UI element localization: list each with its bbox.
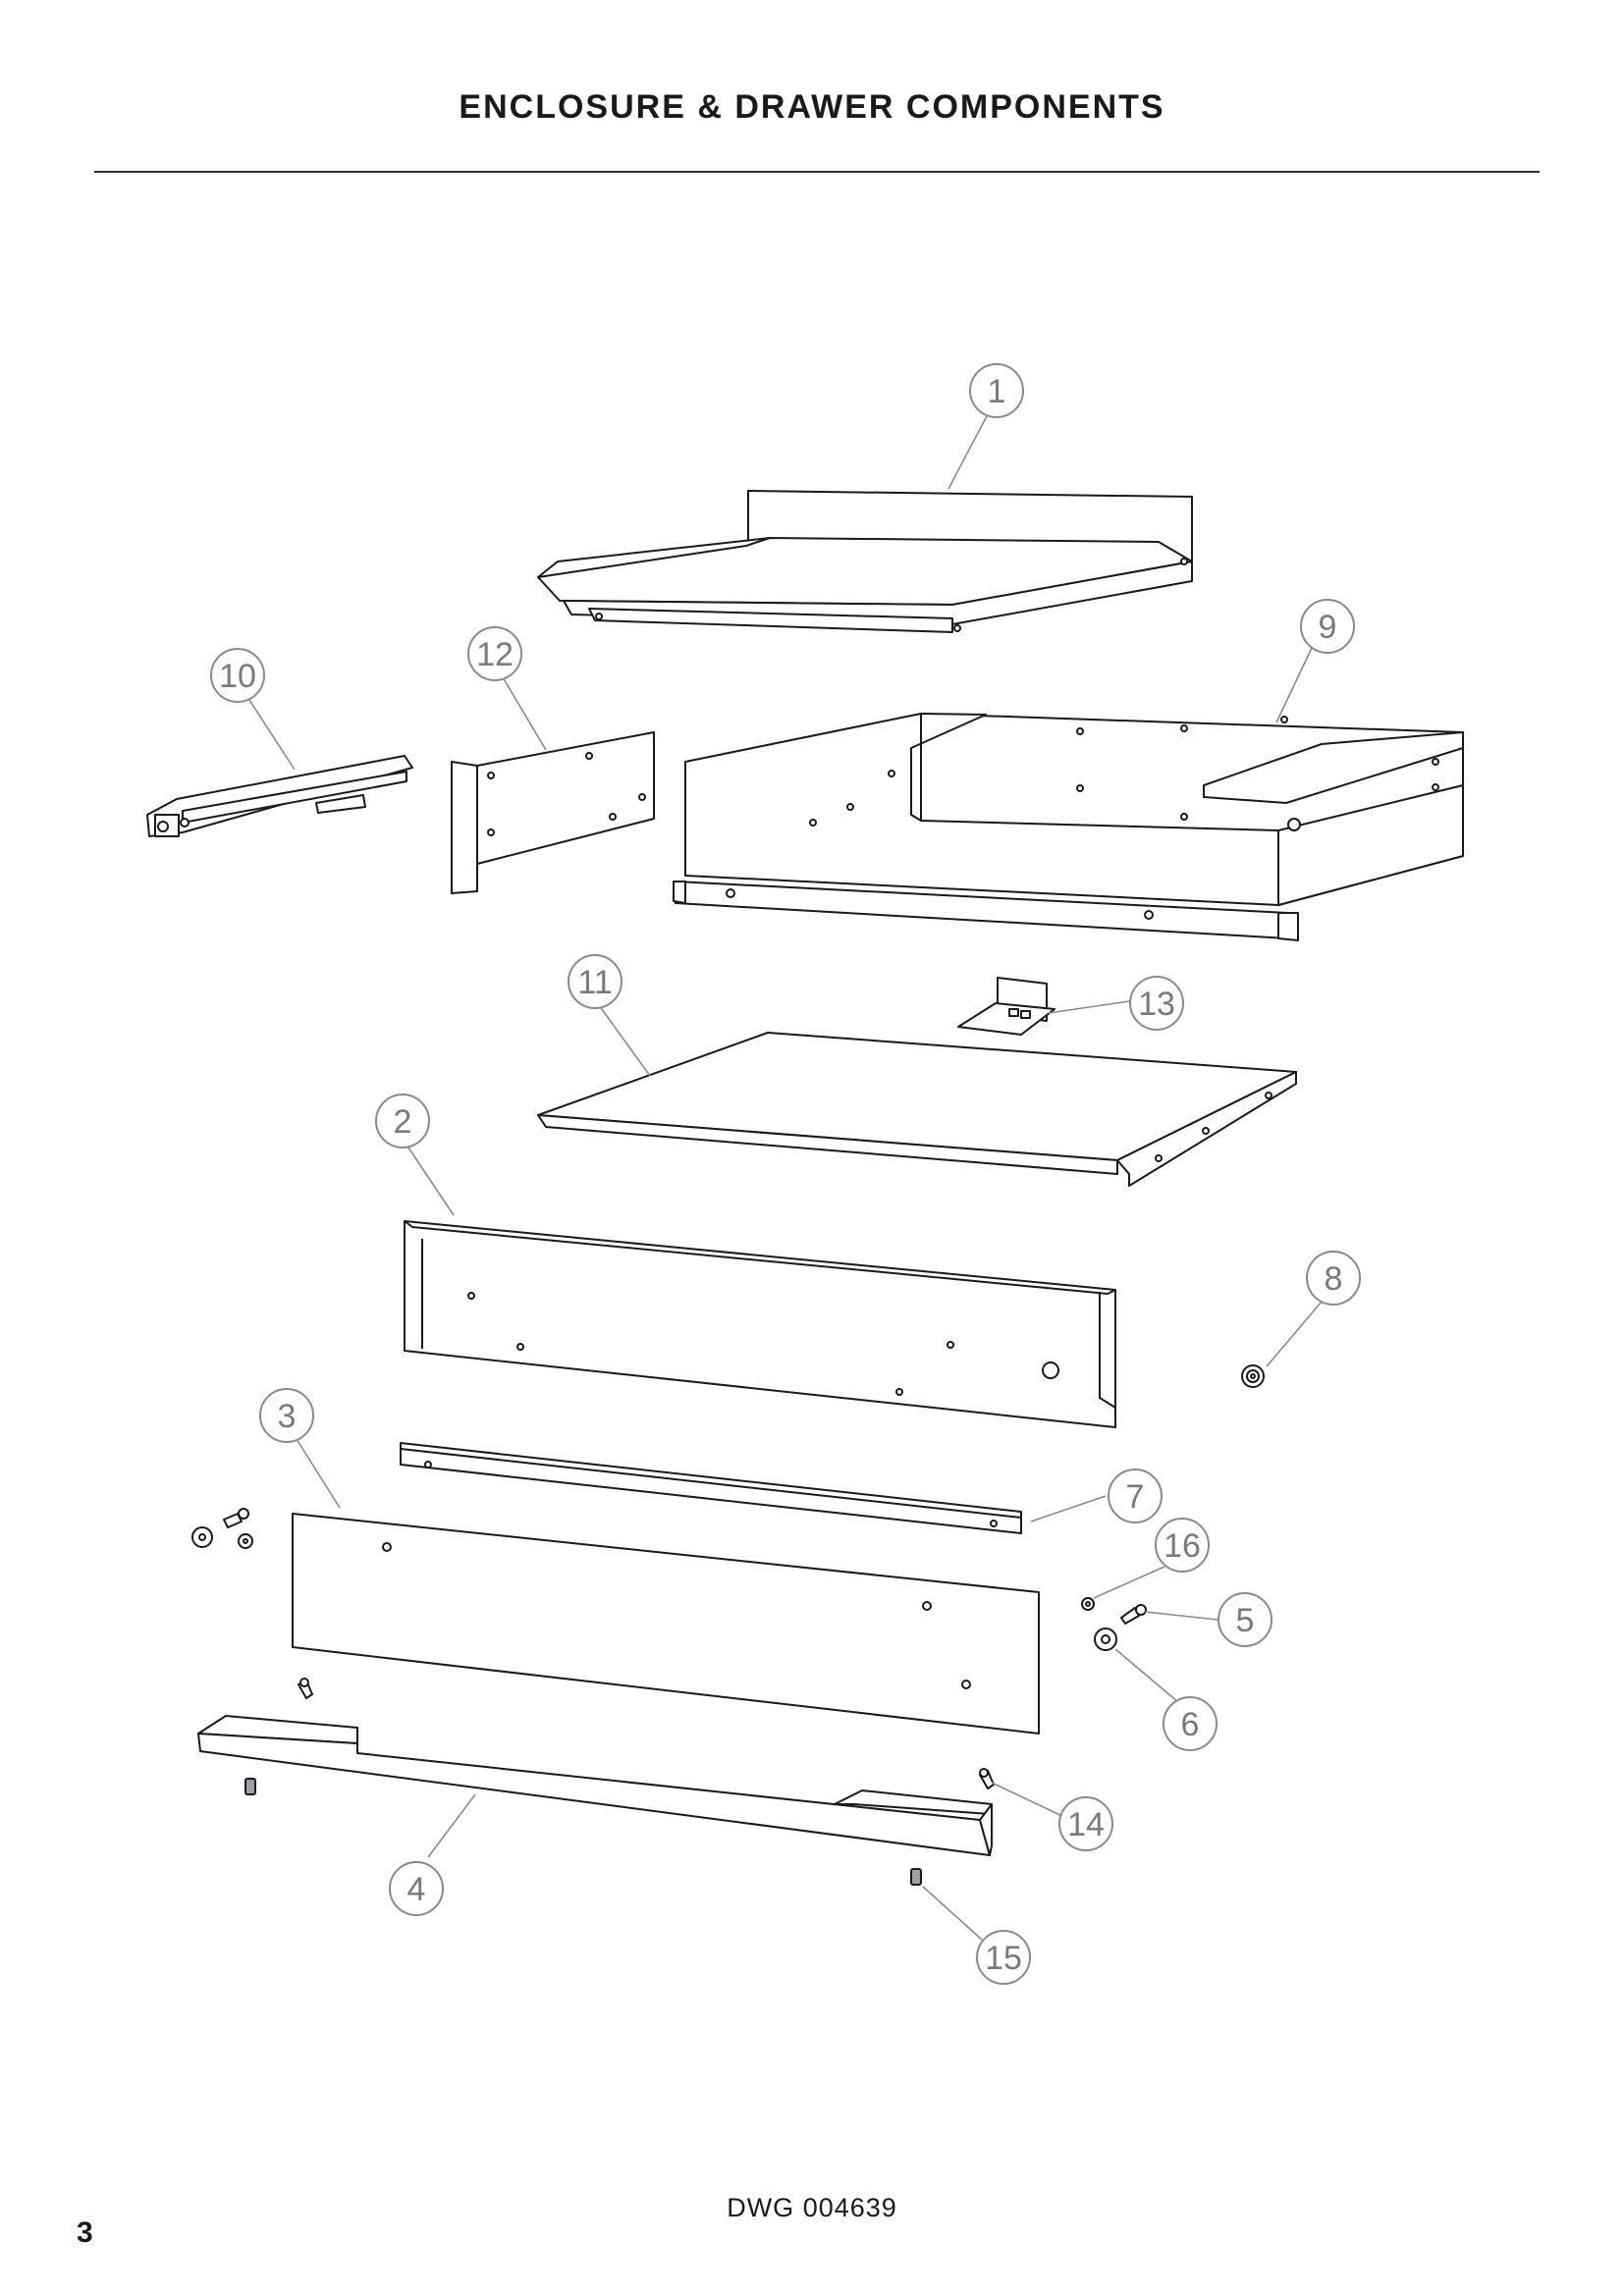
drawing-number: DWG 004639 [727, 2193, 897, 2222]
mounting-clip-part [957, 977, 1056, 1036]
title-divider [94, 171, 1540, 173]
callout-15: 15 [985, 1940, 1022, 1977]
callout-16: 16 [1164, 1527, 1201, 1565]
base-plate-part [537, 1032, 1297, 1187]
front-trim-strip-part [400, 1442, 1022, 1534]
callout-7: 7 [1126, 1478, 1145, 1516]
callout-11: 11 [577, 964, 612, 1001]
callout-4: 4 [407, 1871, 426, 1908]
callout-3: 3 [278, 1398, 297, 1435]
callout-8: 8 [1325, 1260, 1343, 1298]
page-title: ENCLOSURE & DRAWER COMPONENTS [459, 88, 1165, 126]
drawer-front-inner-panel-part [404, 1220, 1116, 1428]
grommet-part [1241, 1364, 1265, 1388]
left-fastener-set [191, 1508, 253, 1549]
right-fastener-set [1081, 1597, 1147, 1651]
callout-10: 10 [219, 658, 256, 695]
page-number: 3 [77, 2216, 93, 2249]
callout-14: 14 [1067, 1806, 1105, 1843]
callout-1: 1 [988, 373, 1006, 410]
callout-6: 6 [1181, 1706, 1200, 1743]
drawer-tray-part [537, 490, 1193, 633]
handle-standoff-part [244, 1778, 922, 1886]
callout-13: 13 [1138, 986, 1175, 1023]
callout-5: 5 [1236, 1602, 1255, 1639]
side-bracket-part [451, 731, 655, 894]
drawer-front-glass-panel-part [292, 1513, 1040, 1735]
callout-2: 2 [394, 1103, 412, 1141]
handle-part [197, 1715, 993, 1856]
handle-screw-part [298, 1678, 995, 1789]
enclosure-part [673, 713, 1464, 941]
callout-12: 12 [476, 636, 514, 673]
drawer-slide-part [146, 755, 413, 837]
callout-9: 9 [1319, 609, 1337, 646]
